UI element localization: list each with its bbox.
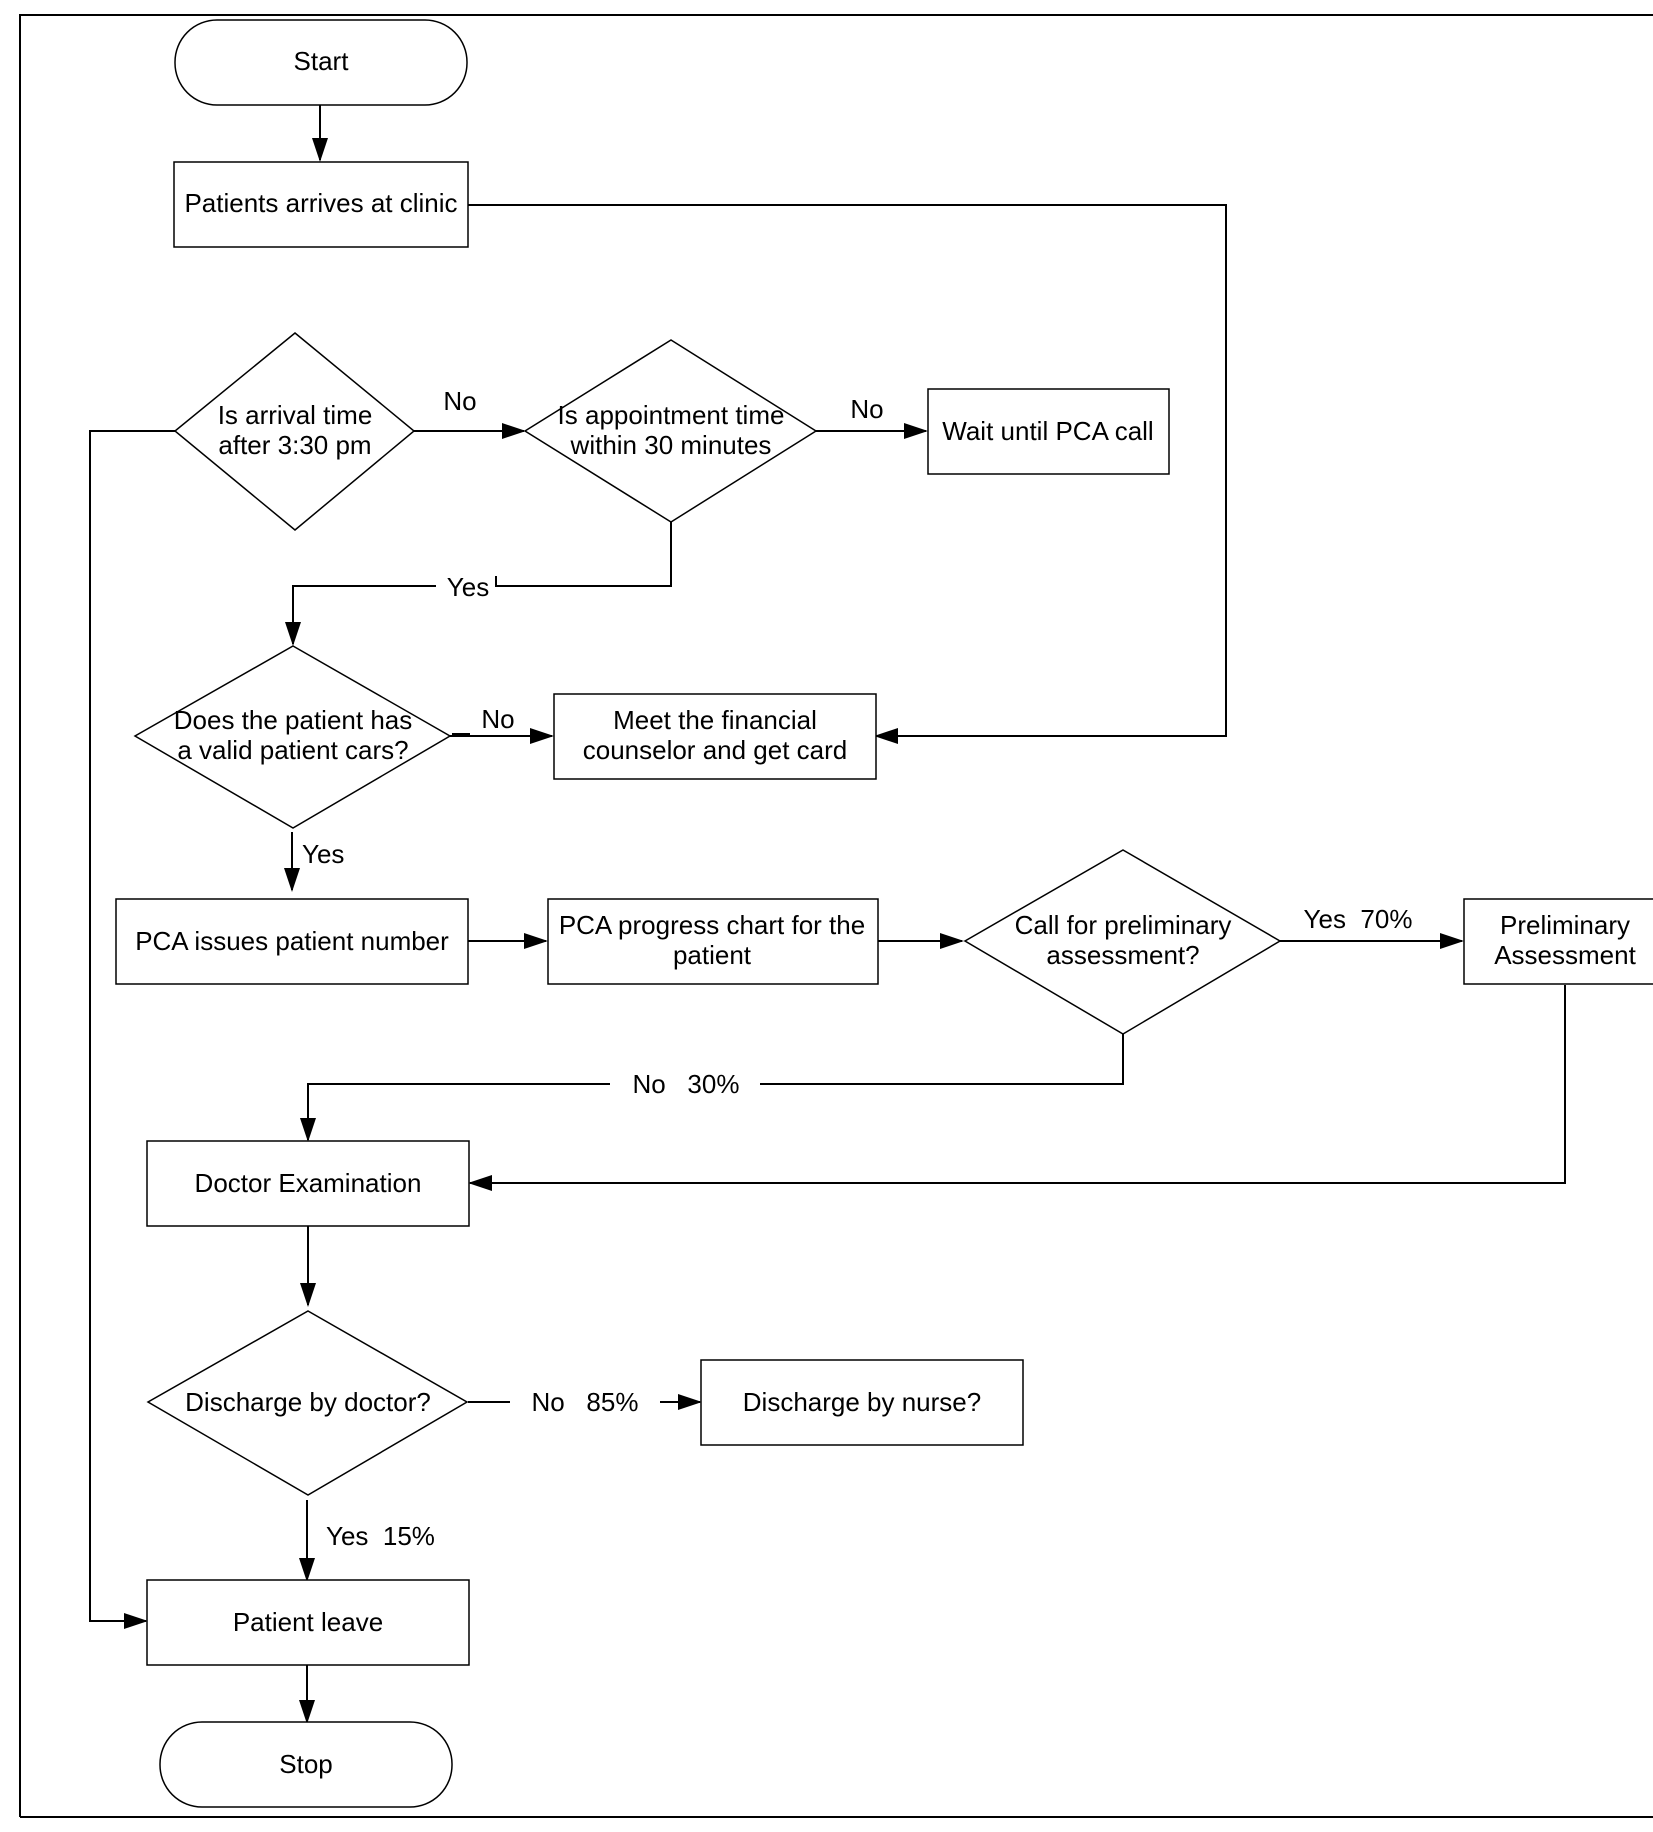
leave-process: Patient leave — [146, 1579, 470, 1666]
discharge-doctor-label: Discharge by doctor? — [185, 1387, 431, 1417]
discharge-nurse-process: Discharge by nurse? — [700, 1359, 1024, 1446]
appointment-line-1: Is appointment time — [558, 400, 785, 430]
edge-arrival-to-leave — [89, 430, 175, 1629]
arrival-time-line-1: Is arrival time — [218, 400, 373, 430]
arrival-time-line-2: after 3:30 pm — [218, 430, 371, 460]
discharge-doctor-decision: Discharge by doctor? — [146, 1310, 469, 1496]
leave-label: Patient leave — [233, 1607, 383, 1637]
edge-appointment-to-card-lower — [285, 585, 436, 646]
edge-call-to-doctor-a — [760, 1034, 1124, 1085]
valid-card-line-2: a valid patient cars? — [177, 735, 408, 765]
appointment-line-2: within 30 minutes — [570, 430, 772, 460]
edge-label-call-yes: Yes 70% — [1304, 904, 1413, 934]
edge-label-discharge-no: No 85% — [532, 1387, 639, 1417]
start-terminator: Start — [174, 19, 468, 106]
call-prelim-decision: Call for preliminary assessment? — [963, 849, 1282, 1035]
edge-label-card-yes: Yes — [302, 839, 344, 869]
edge-label-arrival-no: No — [443, 386, 476, 416]
edge-arrive-to-financial — [468, 204, 1227, 744]
edge-label-card-no: No — [481, 704, 514, 734]
progress-chart-line-2: patient — [673, 940, 752, 970]
prelim-line-1: Preliminary — [1500, 910, 1630, 940]
doctor-exam-label: Doctor Examination — [195, 1168, 422, 1198]
arrive-process: Patients arrives at clinic — [173, 161, 469, 248]
edge-label-discharge-yes: Yes 15% — [326, 1521, 435, 1551]
valid-card-decision: Does the patient has a valid patient car… — [133, 645, 452, 829]
arrive-label: Patients arrives at clinic — [184, 188, 457, 218]
edge-label-call-no: No 30% — [633, 1069, 740, 1099]
wait-pca-label: Wait until PCA call — [942, 416, 1153, 446]
call-prelim-line-1: Call for preliminary — [1015, 910, 1232, 940]
prelim-process: Preliminary Assessment — [1463, 898, 1653, 985]
wait-pca-process: Wait until PCA call — [927, 388, 1170, 475]
appointment-decision: Is appointment time within 30 minutes — [523, 339, 818, 523]
financial-process: Meet the financial counselor and get car… — [553, 693, 877, 780]
edge-label-appointment-yes: Yes — [447, 572, 489, 602]
doctor-exam-process: Doctor Examination — [146, 1140, 470, 1227]
edge-call-to-doctor-b — [300, 1083, 610, 1142]
issue-number-process: PCA issues patient number — [115, 898, 469, 985]
start-label: Start — [294, 46, 350, 76]
valid-card-line-1: Does the patient has — [174, 705, 413, 735]
financial-line-2: counselor and get card — [583, 735, 848, 765]
stop-label: Stop — [279, 1749, 333, 1779]
discharge-nurse-label: Discharge by nurse? — [743, 1387, 981, 1417]
edge-appointment-to-card — [495, 522, 672, 587]
call-prelim-line-2: assessment? — [1046, 940, 1199, 970]
edge-prelim-to-doctor — [468, 985, 1566, 1191]
prelim-line-2: Assessment — [1494, 940, 1636, 970]
progress-chart-process: PCA progress chart for the patient — [547, 898, 879, 985]
issue-number-label: PCA issues patient number — [135, 926, 449, 956]
stop-terminator: Stop — [159, 1721, 453, 1808]
arrival-time-decision: Is arrival time after 3:30 pm — [173, 332, 416, 531]
financial-line-1: Meet the financial — [613, 705, 817, 735]
edge-label-appointment-no: No — [850, 394, 883, 424]
progress-chart-line-1: PCA progress chart for the — [559, 910, 865, 940]
diagram-frame — [19, 14, 1653, 1817]
